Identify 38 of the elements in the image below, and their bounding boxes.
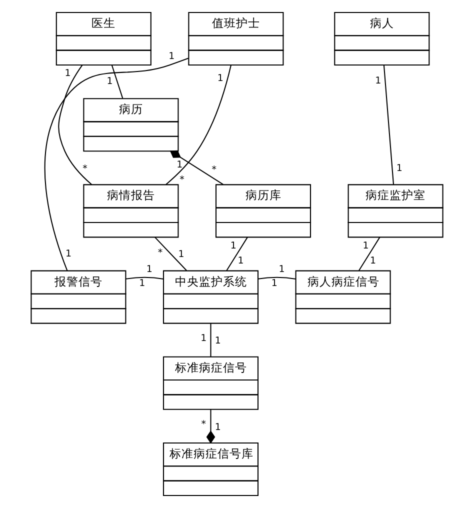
connector [166,65,232,186]
label: * [180,174,184,186]
label: 1 [278,264,285,275]
label: 1 [64,68,71,79]
connector [58,64,92,185]
label: 1 [178,248,184,260]
label: 1 [230,240,236,252]
connector [126,276,164,280]
label: 1 [200,332,207,344]
label: * [158,247,163,258]
label: 1 [362,240,369,252]
connector [358,236,380,271]
label: 1 [168,51,175,62]
label: * [201,418,206,430]
connector [154,236,187,271]
label: 1 [396,163,402,174]
label: 1 [214,422,221,433]
label: 1 [238,256,244,267]
connector [226,236,248,271]
label: * [212,164,216,176]
connector [111,64,124,98]
label: 1 [106,76,113,87]
label: 1 [146,264,152,275]
connector [206,409,216,444]
label: 1 [66,248,72,260]
label: 1 [375,75,382,86]
connector [210,323,212,357]
label: 1 [139,278,146,289]
label: 1 [271,278,278,289]
label: 1 [217,72,224,84]
label: 1 [176,160,183,171]
connector [383,65,394,185]
connector [44,58,189,271]
label: 1 [214,336,221,347]
label: 1 [370,256,376,267]
connector [258,276,296,280]
connector [170,150,224,185]
label: * [82,164,88,175]
